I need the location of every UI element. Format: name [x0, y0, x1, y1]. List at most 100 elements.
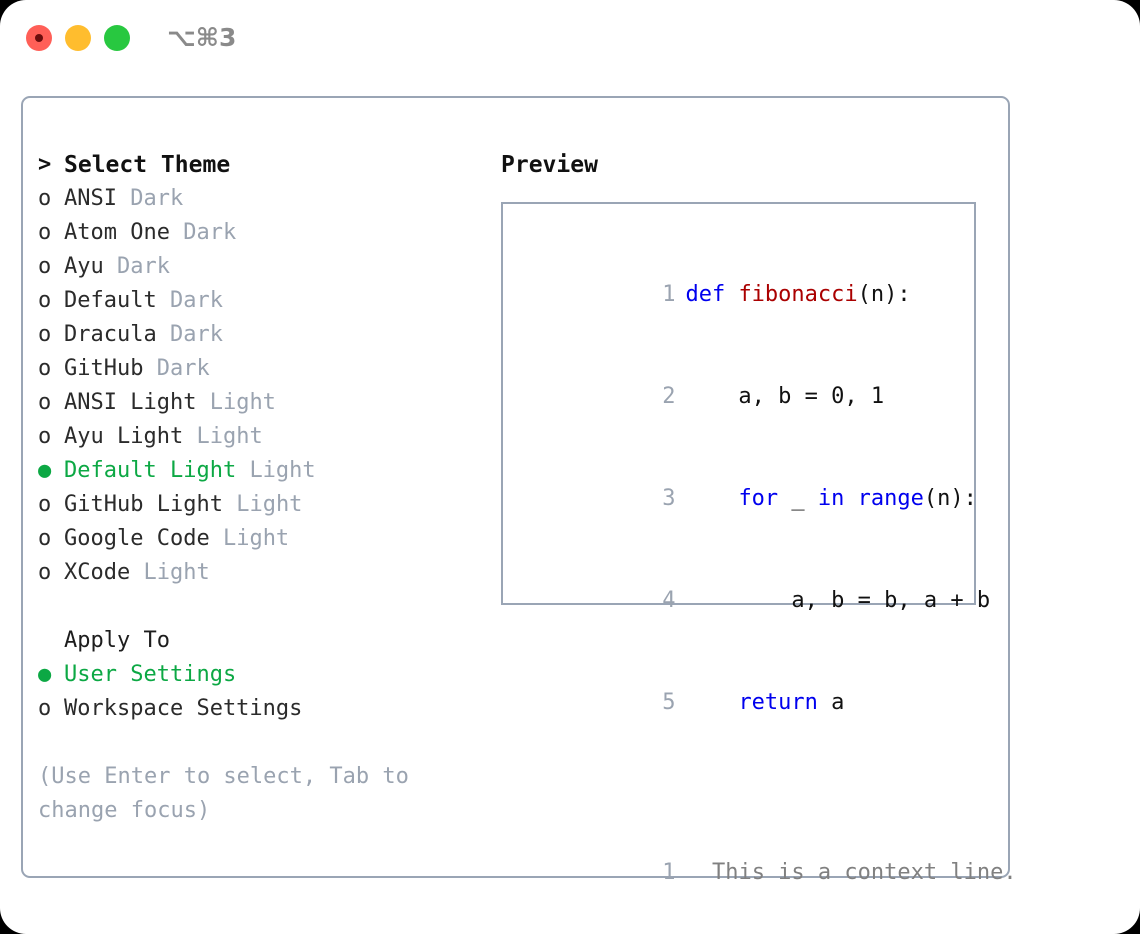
title-bar: ⌥⌘3	[0, 0, 1140, 80]
line-number: 5	[662, 690, 676, 715]
select-theme-title: Select Theme	[64, 152, 231, 178]
theme-option-ansi-light[interactable]: o ANSI Light Light	[38, 386, 498, 420]
apply-to-option-workspace-settings[interactable]: o Workspace Settings	[38, 692, 498, 726]
apply-to-option-user-settings[interactable]: ● User Settings	[38, 658, 498, 692]
radio-selected-icon[interactable]: ●	[38, 662, 52, 687]
apply-to-title: Apply To	[64, 628, 170, 653]
code-line: 1 def fibonacci(n):	[517, 244, 974, 346]
preview-title: Preview	[501, 152, 598, 178]
radio-unselected-icon[interactable]: o	[38, 356, 52, 381]
theme-selector-column: > Select Theme o ANSI Dark o Atom One Da…	[38, 148, 498, 828]
apply-to-header: o Apply To	[38, 624, 498, 658]
code-token: a, b = b, a + b	[685, 588, 991, 613]
radio-unselected-icon[interactable]: o	[38, 254, 52, 279]
theme-name: Dracula	[64, 322, 157, 347]
theme-category-tag: Light	[209, 390, 276, 415]
theme-category-tag: Dark	[130, 186, 184, 211]
apply-to-option-label: Workspace Settings	[64, 696, 303, 721]
theme-category-tag: Light	[196, 424, 263, 449]
theme-name: GitHub	[64, 356, 144, 381]
code-token	[685, 486, 738, 511]
code-token: fibonacci	[738, 282, 858, 307]
radio-unselected-icon[interactable]: o	[38, 186, 52, 211]
radio-selected-icon[interactable]: ●	[38, 458, 52, 483]
code-blank-line	[517, 754, 974, 788]
theme-option-atom-one-dark[interactable]: o Atom One Dark	[38, 216, 498, 250]
code-token: (n):	[857, 282, 911, 307]
theme-category-tag: Light	[143, 560, 210, 585]
code-token: a, b = 0, 1	[685, 384, 885, 409]
theme-option-default-light[interactable]: ● Default Light Light	[38, 454, 498, 488]
theme-name: Google Code	[64, 526, 210, 551]
theme-option-ayu-dark[interactable]: o Ayu Dark	[38, 250, 498, 284]
code-token: (n):	[923, 486, 977, 511]
radio-unselected-icon[interactable]: o	[38, 696, 52, 721]
theme-name: Ayu	[64, 254, 104, 279]
code-token: def	[685, 282, 739, 307]
theme-category-tag: Dark	[183, 220, 237, 245]
traffic-light-controls	[26, 25, 130, 51]
code-line: 4 a, b = b, a + b	[517, 550, 990, 652]
theme-option-ansi-dark[interactable]: o ANSI Dark	[38, 182, 498, 216]
code-line: 3 for _ in range(n):	[517, 448, 977, 550]
theme-category-tag: Dark	[169, 322, 223, 347]
theme-option-default-dark[interactable]: o Default Dark	[38, 284, 498, 318]
theme-name: ANSI	[64, 186, 117, 211]
prompt-caret-icon: >	[38, 152, 52, 177]
select-theme-header: > Select Theme	[38, 148, 498, 182]
code-token: a	[831, 690, 845, 715]
theme-option-dracula-dark[interactable]: o Dracula Dark	[38, 318, 498, 352]
theme-name: XCode	[64, 560, 131, 585]
theme-category-tag: Dark	[156, 356, 210, 381]
theme-name: GitHub Light	[64, 492, 223, 517]
theme-option-github-light[interactable]: o GitHub Light Light	[38, 488, 498, 522]
diff-line-context: 1 This is a context line.	[517, 822, 1016, 924]
theme-name: Ayu Light	[64, 424, 184, 449]
theme-option-google-code-light[interactable]: o Google Code Light	[38, 522, 498, 556]
line-number: 1	[662, 282, 676, 307]
theme-category-tag: Dark	[117, 254, 170, 279]
code-token: _	[791, 486, 818, 511]
keyboard-hint-text: (Use Enter to select, Tab to change focu…	[38, 764, 423, 823]
radio-unselected-icon[interactable]: o	[38, 424, 52, 449]
blank-marker-icon: o	[38, 624, 64, 658]
code-blank-line	[517, 788, 974, 822]
radio-unselected-icon[interactable]: o	[38, 492, 52, 517]
diff-text: This is a context line.	[711, 860, 1017, 885]
theme-option-github-dark[interactable]: o GitHub Dark	[38, 352, 498, 386]
line-number: 4	[662, 588, 676, 613]
radio-unselected-icon[interactable]: o	[38, 322, 52, 347]
radio-unselected-icon[interactable]: o	[38, 526, 52, 551]
theme-name: Default	[64, 288, 157, 313]
code-token: for	[738, 486, 792, 511]
theme-category-tag: Light	[222, 526, 290, 551]
minimize-window-button[interactable]	[65, 25, 91, 51]
radio-unselected-icon[interactable]: o	[38, 390, 52, 415]
code-token: in	[817, 486, 858, 511]
code-line: 5 return a	[517, 652, 974, 754]
theme-category-tag: Light	[249, 458, 316, 483]
theme-option-xcode-light[interactable]: o XCode Light	[38, 556, 498, 590]
maximize-window-button[interactable]	[104, 25, 130, 51]
radio-unselected-icon[interactable]: o	[38, 288, 52, 313]
theme-option-ayu-light[interactable]: o Ayu Light Light	[38, 420, 498, 454]
diff-line-deleted: 2- This line was deleted.	[517, 924, 974, 934]
apply-to-option-label: User Settings	[64, 662, 237, 687]
line-number: 3	[662, 486, 676, 511]
main-panel: > Select Theme o ANSI Dark o Atom One Da…	[21, 96, 1017, 885]
code-token	[685, 690, 738, 715]
theme-category-tag: Dark	[169, 288, 223, 313]
radio-unselected-icon[interactable]: o	[38, 220, 52, 245]
theme-category-tag: Light	[236, 492, 303, 517]
section-spacer	[38, 590, 498, 624]
code-token: return	[738, 690, 832, 715]
line-number: 2	[662, 384, 676, 409]
theme-name: ANSI Light	[64, 390, 197, 415]
code-token: range	[857, 486, 924, 511]
close-window-button[interactable]	[26, 25, 52, 51]
theme-name: Atom One	[64, 220, 170, 245]
diff-prefix	[685, 860, 712, 885]
radio-unselected-icon[interactable]: o	[38, 560, 52, 585]
